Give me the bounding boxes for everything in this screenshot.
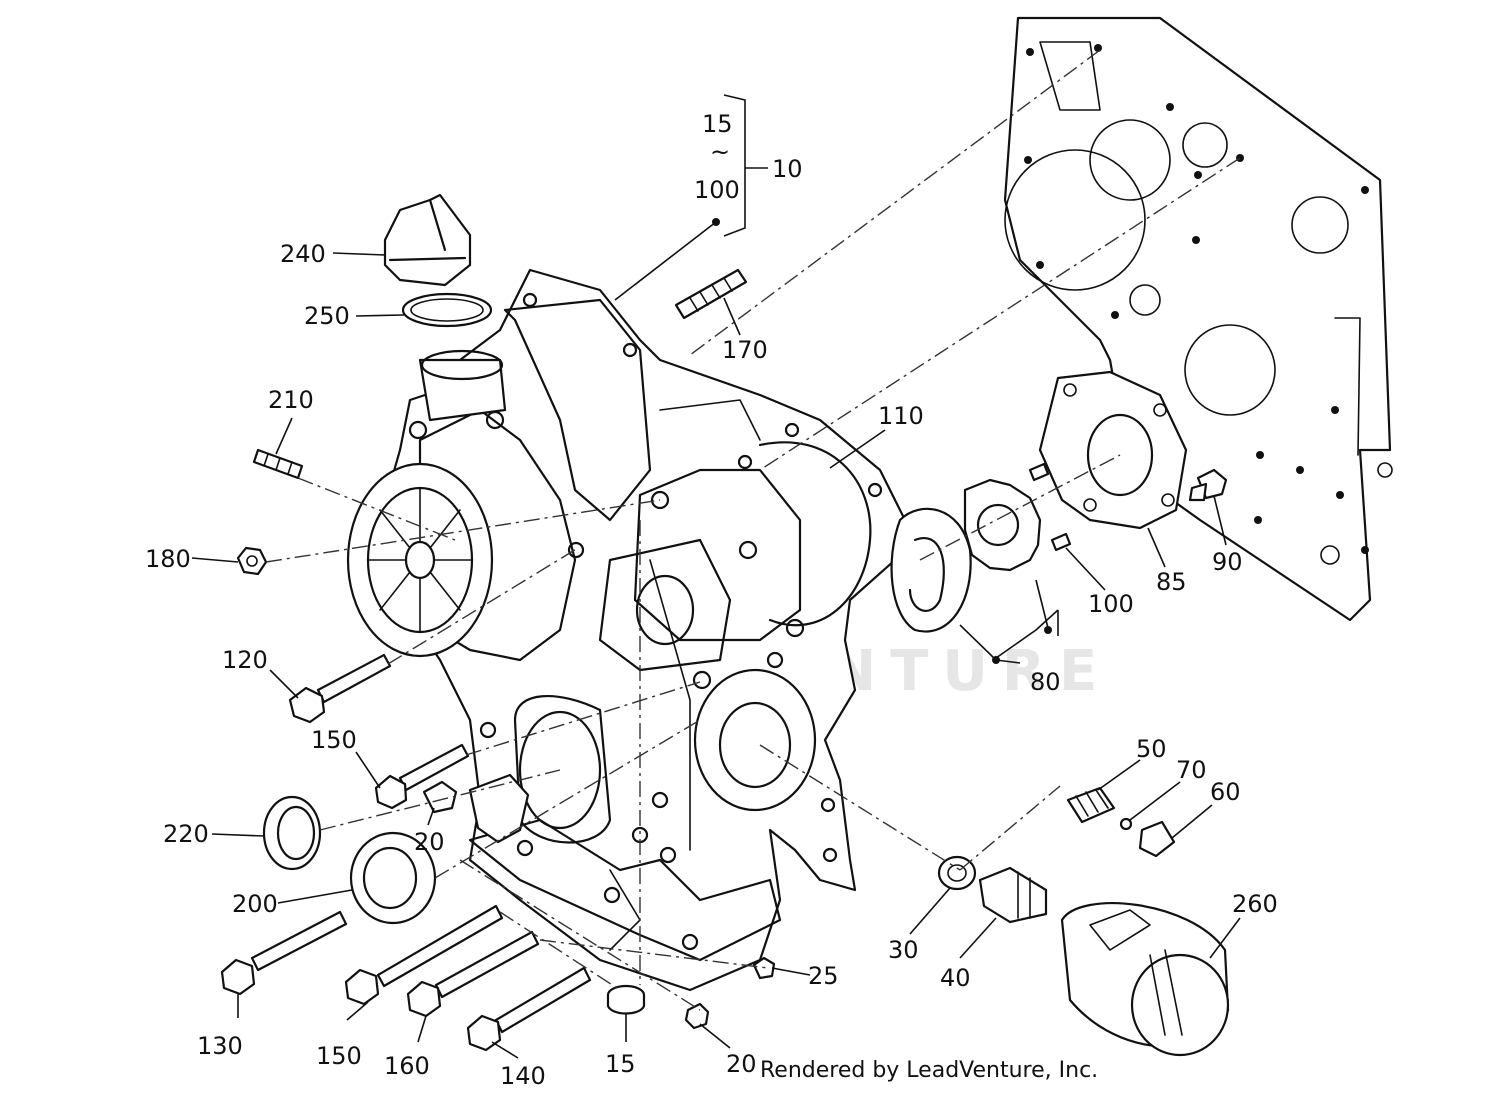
callout-150b: 150 xyxy=(316,1042,362,1070)
callout-140: 140 xyxy=(500,1062,546,1090)
callout-200: 200 xyxy=(232,890,278,918)
callout-220: 220 xyxy=(163,820,209,848)
callout-260: 260 xyxy=(1232,890,1278,918)
callout-180: 180 xyxy=(145,545,191,573)
callout-160: 160 xyxy=(384,1052,430,1080)
callout-60: 60 xyxy=(1210,778,1241,806)
bracket-10-tilde: ~ xyxy=(710,138,730,166)
pin-100a xyxy=(1028,462,1050,482)
filter-fitting-40 xyxy=(978,866,1048,924)
callout-130: 130 xyxy=(197,1032,243,1060)
oil-filter-260 xyxy=(1060,902,1230,1057)
callout-15: 15 xyxy=(605,1050,636,1078)
stud-210 xyxy=(252,448,304,480)
callout-80: 80 xyxy=(1030,668,1061,696)
oil-pump-rotor-80 xyxy=(890,478,1042,633)
ball-70 xyxy=(1119,817,1133,831)
pin-100b xyxy=(1050,532,1072,552)
alignment-lines xyxy=(265,49,1241,1011)
callout-40: 40 xyxy=(940,964,971,992)
bolt-150-upper xyxy=(374,743,470,810)
bolt-120 xyxy=(288,653,392,724)
oil-filler-cap xyxy=(383,193,472,287)
callout-30: 30 xyxy=(888,936,919,964)
relief-spring-50 xyxy=(1066,786,1116,824)
bracket-10-top: 15 xyxy=(702,110,733,138)
callout-50: 50 xyxy=(1136,735,1167,763)
plug-15 xyxy=(606,984,646,1015)
bolt-140 xyxy=(466,966,592,1052)
callout-110: 110 xyxy=(878,402,924,430)
callout-25: 25 xyxy=(808,962,839,990)
callout-120: 120 xyxy=(222,646,268,674)
callout-85: 85 xyxy=(1156,568,1187,596)
callout-labels: 15 ~ 100 10 240 250 170 210 110 180 120 … xyxy=(145,110,1278,1090)
oil-seal-220 xyxy=(262,795,322,871)
relief-valve-60 xyxy=(1138,820,1176,858)
bolt-150-lower xyxy=(344,904,504,1006)
engine-back-plate xyxy=(1003,16,1393,622)
bolt-130 xyxy=(220,910,348,996)
callout-250: 250 xyxy=(304,302,350,330)
callout-100: 100 xyxy=(1088,590,1134,618)
callout-210: 210 xyxy=(268,386,314,414)
callout-240: 240 xyxy=(280,240,326,268)
render-credit: Rendered by LeadVenture, Inc. xyxy=(760,1058,1099,1083)
bolt-160 xyxy=(406,930,540,1018)
stud-170 xyxy=(674,268,748,320)
bracket-10-label: 10 xyxy=(772,155,803,183)
plug-20-lower xyxy=(684,1002,710,1030)
callout-170: 170 xyxy=(722,336,768,364)
callout-20b: 20 xyxy=(726,1050,757,1078)
bolt-90 xyxy=(1188,468,1228,502)
callout-70: 70 xyxy=(1176,756,1207,784)
plug-20-upper xyxy=(422,780,458,814)
leader-lines xyxy=(191,94,1241,1059)
callout-90: 90 xyxy=(1212,548,1243,576)
nut-180 xyxy=(236,546,268,576)
callout-150a: 150 xyxy=(311,726,357,754)
bracket-10-bottom: 100 xyxy=(694,176,740,204)
pump-cover-85 xyxy=(1038,370,1188,530)
callout-20a: 20 xyxy=(414,828,445,856)
